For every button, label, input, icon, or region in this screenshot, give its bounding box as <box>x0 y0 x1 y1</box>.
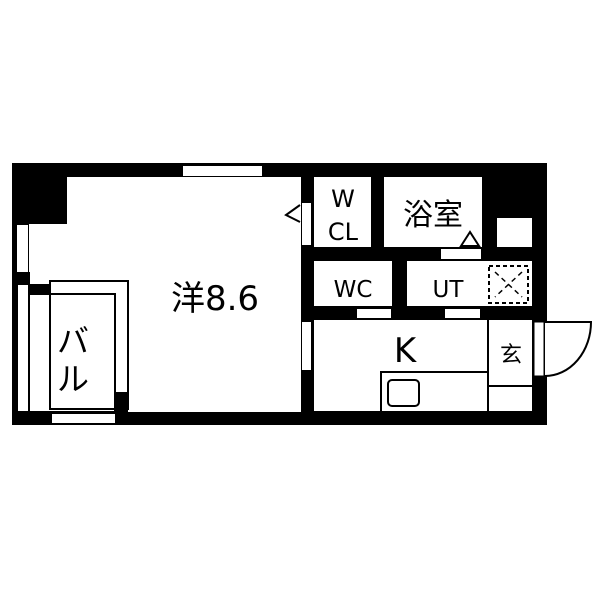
kitchen-side-door <box>302 322 311 370</box>
toilet-label: WC <box>334 277 373 303</box>
utility-room <box>407 261 532 306</box>
toilet-door <box>357 309 391 318</box>
wcl-door <box>302 203 311 245</box>
balcony-label-1: バ <box>57 322 89 360</box>
balcony-outer-white <box>17 284 29 412</box>
western-room-label: 洋8.6 <box>171 279 259 319</box>
top-window <box>183 166 262 176</box>
balcony-label-2: ル <box>57 360 89 398</box>
corner-column <box>12 163 67 224</box>
balcony-column <box>17 272 30 284</box>
bathroom <box>384 177 482 247</box>
walk-in-closet <box>314 177 371 247</box>
wcl-label-1: W <box>331 185 355 213</box>
entry-door-frame <box>533 321 545 377</box>
balcony <box>16 280 129 413</box>
entrance-label: 玄 <box>500 343 522 368</box>
sink-icon <box>387 379 420 407</box>
kitchen-label: K <box>394 331 418 371</box>
bath-door <box>441 249 481 259</box>
washer-space-icon <box>488 265 529 304</box>
pipe-shaft <box>497 218 532 247</box>
door-arrow-icon <box>284 204 301 223</box>
bath-door-arrow-icon <box>459 230 481 247</box>
utility-door <box>445 309 480 318</box>
toilet-room <box>314 261 392 306</box>
entry-door-swing <box>544 321 593 377</box>
utility-label: UT <box>433 277 465 303</box>
bathroom-label: 浴室 <box>403 198 463 233</box>
wcl-label-2: CL <box>328 218 359 246</box>
balcony-bottom-window <box>52 414 115 423</box>
left-window <box>17 225 28 272</box>
